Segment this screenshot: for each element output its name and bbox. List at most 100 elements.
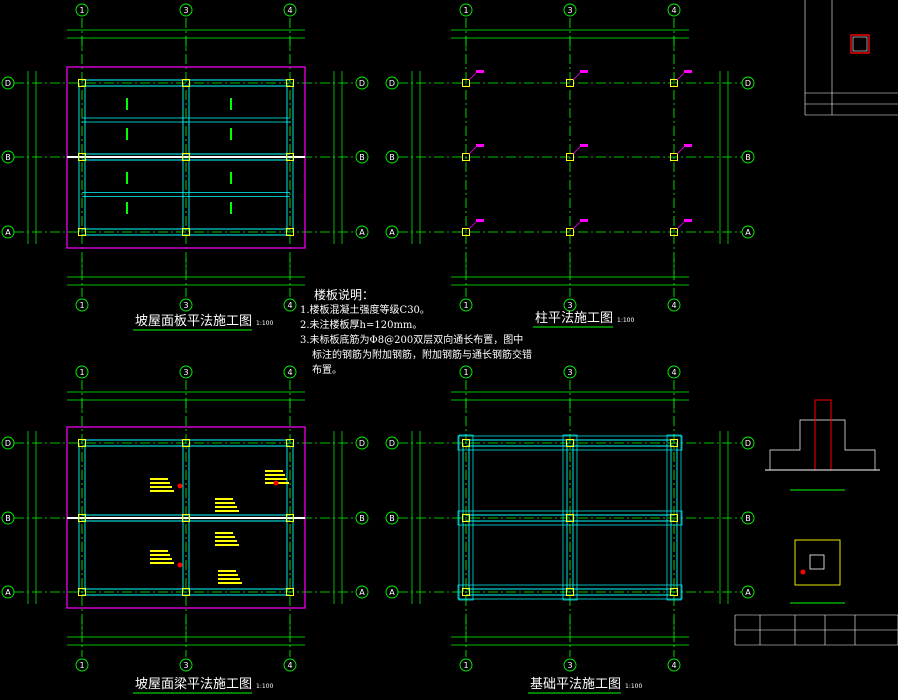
grid-label: 4 — [671, 661, 676, 670]
column-section-stirrup — [852, 36, 868, 52]
grid-bubble — [385, 511, 399, 525]
grid-label: B — [389, 153, 395, 162]
notes-line-3: 3.未标板底筋为Φ8@200双层双向通长布置，图中 — [300, 335, 524, 346]
grid-bubble — [741, 511, 755, 525]
grid-bubble — [283, 658, 297, 672]
grid-bubble — [667, 3, 681, 17]
column-leader — [572, 221, 581, 230]
column — [286, 153, 294, 161]
beam-annotation-text — [218, 578, 240, 580]
column — [182, 153, 190, 161]
beam-annotation-text — [218, 574, 238, 576]
beam-annotation-text — [150, 486, 172, 488]
grid-bubble — [563, 365, 577, 379]
column — [566, 228, 574, 236]
drawing-scale: 1:100 — [617, 317, 634, 324]
column — [462, 228, 470, 236]
beam-annotation-text — [218, 582, 242, 584]
grid-bubble — [283, 3, 297, 17]
column — [182, 439, 190, 447]
column-tag — [476, 144, 484, 147]
column — [78, 514, 86, 522]
column-tag — [580, 70, 588, 73]
beam-annotation-text — [215, 510, 239, 512]
grid-label: 1 — [79, 301, 84, 310]
grid-bubble — [741, 585, 755, 599]
column-tag — [684, 70, 692, 73]
drawing-title: 坡屋面板平法施工图 — [135, 314, 252, 329]
notes-line-2: 2.未注楼板厚h=120mm。 — [300, 320, 423, 331]
slab-notes: 楼板说明： 1.楼板混凝土强度等级C30。 2.未注楼板厚h=120mm。 3.… — [300, 288, 540, 378]
grid-bubble — [355, 225, 369, 239]
column — [286, 514, 294, 522]
grid-bubble — [355, 76, 369, 90]
grid-label: B — [359, 514, 365, 523]
beam-annotation-text — [215, 502, 235, 504]
grid-label: 3 — [183, 661, 188, 670]
grid-bubble — [667, 365, 681, 379]
column — [462, 153, 470, 161]
grid-label: 1 — [79, 368, 84, 377]
column — [566, 79, 574, 87]
section-marker — [177, 562, 183, 568]
grid-bubble — [75, 3, 89, 17]
grid-bubble — [741, 436, 755, 450]
column — [670, 588, 678, 596]
grid-label: 3 — [567, 661, 572, 670]
grid-bubble — [667, 658, 681, 672]
grid-bubble — [355, 436, 369, 450]
column-leader — [676, 221, 685, 230]
drawing-scale: 1:100 — [256, 683, 273, 690]
grid-bubble — [385, 76, 399, 90]
column — [286, 588, 294, 596]
grid-label: A — [389, 228, 395, 237]
column-tag — [580, 219, 588, 222]
beam-annotation-text — [215, 544, 239, 546]
beam-annotation-text — [215, 532, 233, 534]
grid-bubble — [459, 298, 473, 312]
drawing-title: 基础平法施工图 — [530, 677, 621, 692]
grid-label: 1 — [79, 661, 84, 670]
column — [78, 588, 86, 596]
grid-bubble — [75, 658, 89, 672]
beam-annotation-text — [150, 550, 168, 552]
grid-label: 3 — [567, 6, 572, 15]
beam-annotation-text — [218, 570, 236, 572]
grid-bubble — [75, 298, 89, 312]
foundation-strip — [562, 434, 578, 601]
foundation-strip — [457, 435, 683, 451]
column — [286, 228, 294, 236]
grid-label: B — [745, 153, 751, 162]
column — [462, 79, 470, 87]
column — [78, 439, 86, 447]
grid-bubble — [179, 658, 193, 672]
column-tag — [684, 219, 692, 222]
column — [670, 439, 678, 447]
column-tag — [476, 70, 484, 73]
grid-label: 3 — [567, 368, 572, 377]
column — [566, 514, 574, 522]
grid-bubble — [1, 150, 15, 164]
grid-label: A — [389, 588, 395, 597]
grid-bubble — [563, 298, 577, 312]
grid-label: D — [389, 439, 395, 448]
grid-label: 1 — [463, 6, 468, 15]
column — [286, 79, 294, 87]
column-leader — [468, 146, 477, 155]
column-leader — [572, 146, 581, 155]
grid-label: 1 — [463, 368, 468, 377]
grid-label: 4 — [287, 6, 292, 15]
grid-label: D — [359, 79, 365, 88]
column — [566, 439, 574, 447]
drawing-scale: 1:100 — [625, 683, 642, 690]
grid-label: B — [389, 514, 395, 523]
beam-annotation-text — [150, 490, 174, 492]
column-tag — [684, 144, 692, 147]
grid-label: A — [745, 588, 751, 597]
grid-label: 3 — [183, 368, 188, 377]
column — [182, 514, 190, 522]
column — [566, 153, 574, 161]
grid-bubble — [459, 3, 473, 17]
